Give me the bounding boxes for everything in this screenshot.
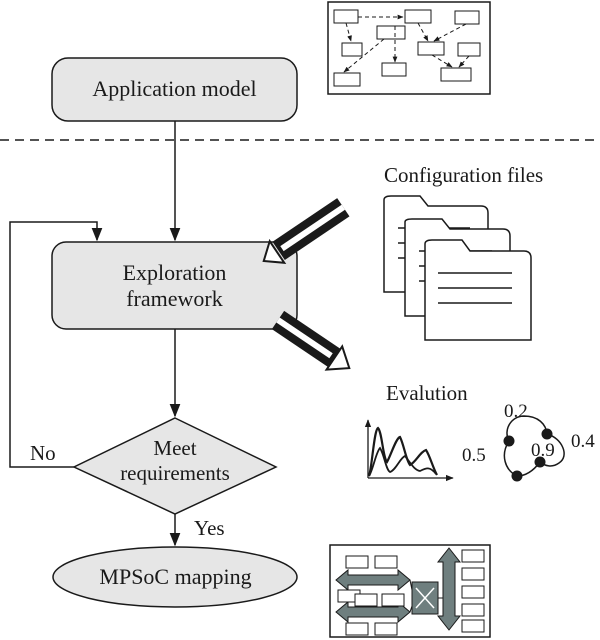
evaluation-plot-icon <box>364 419 454 482</box>
flow-edges <box>9 121 181 547</box>
mpsoc-architecture-thumbnail <box>329 544 491 638</box>
decision-label-line1: Meet <box>153 436 197 460</box>
graph-value-label: 0.4 <box>571 431 595 452</box>
mpsoc-mapping-node <box>52 546 298 608</box>
task-graph-thumbnail <box>327 1 491 95</box>
meet-requirements-label: Meet requirements <box>95 436 255 486</box>
evaluation-label: Evalution <box>386 381 468 405</box>
mpsoc-mapping-label: MPSoC mapping <box>99 564 252 589</box>
graph-value-label: 0.9 <box>531 440 555 461</box>
exploration-framework-label: Exploration framework <box>52 260 297 312</box>
output-arrow-icon <box>271 310 351 371</box>
decision-label-line2: requirements <box>120 460 230 485</box>
graph-value-label: 0.2 <box>504 401 528 422</box>
exploration-label-line1: Exploration <box>122 260 227 285</box>
exploration-label-line2: framework <box>126 285 223 311</box>
yes-edge-label: Yes <box>194 516 225 540</box>
graph-value-label: 0.5 <box>462 445 486 466</box>
configuration-files-label: Configuration files <box>384 163 544 187</box>
no-edge-label: No <box>30 441 56 465</box>
configuration-files-icon <box>383 195 532 341</box>
application-model-label: Application model <box>92 76 257 101</box>
evaluation-graph-icon <box>503 415 565 482</box>
input-arrow-icon <box>262 198 350 264</box>
